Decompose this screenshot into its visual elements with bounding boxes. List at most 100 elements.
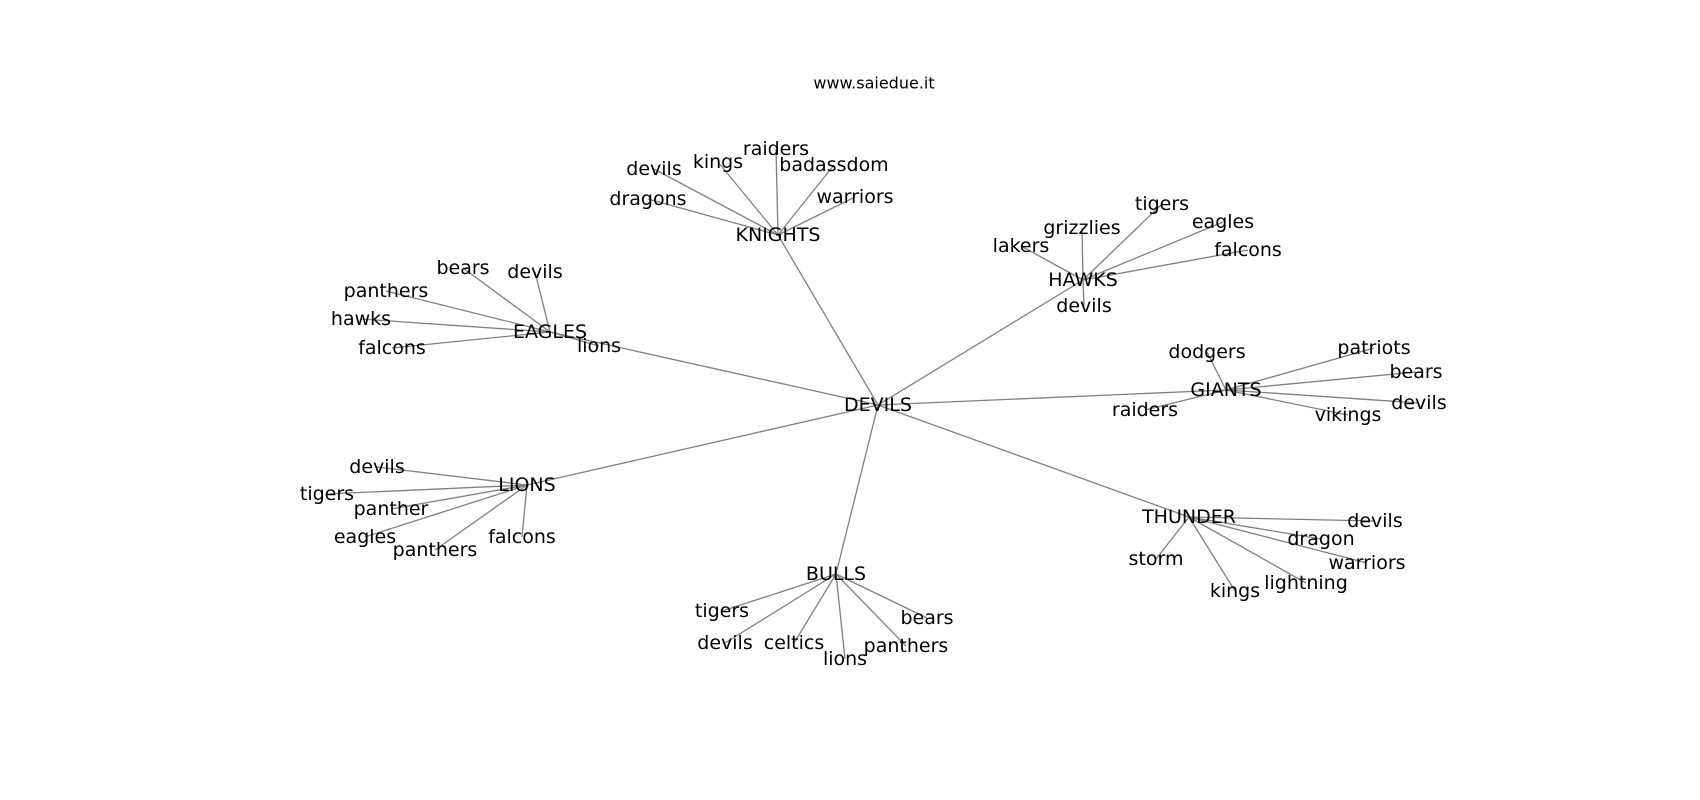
edge-bulls-panthers <box>835 573 907 647</box>
edge-root-hawks <box>877 279 1084 406</box>
edge-hawks-eagles <box>1082 221 1224 281</box>
node-hub-eagles: EAGLES <box>513 321 587 343</box>
node-giants-dodgers: dodgers <box>1168 341 1245 363</box>
edge-thunder-dragon <box>1188 516 1322 540</box>
edge-bulls-tigers <box>721 573 837 612</box>
edge-lions-devils <box>376 466 528 486</box>
edge-lions-panther <box>390 484 528 510</box>
edge-bulls-devils <box>724 573 837 644</box>
edge-giants-raiders <box>1144 389 1227 411</box>
edge-lions-falcons <box>521 484 528 538</box>
node-knights-devils: devils <box>626 158 681 180</box>
node-hawks-devils: devils <box>1056 295 1111 317</box>
node-giants-patriots: patriots <box>1337 337 1410 359</box>
edge-eagles-bears <box>462 267 551 333</box>
node-hub-thunder: THUNDER <box>1141 506 1236 528</box>
edge-giants-patriots <box>1225 347 1375 391</box>
edge-giants-vikings <box>1225 389 1349 416</box>
edge-eagles-falcons <box>391 331 551 349</box>
edge-thunder-storm <box>1155 516 1190 560</box>
edge-root-knights <box>777 234 879 406</box>
node-thunder-kings: kings <box>1210 580 1260 602</box>
chart-title: www.saiedue.it <box>813 74 934 93</box>
node-thunder-storm: storm <box>1129 548 1184 570</box>
edge-eagles-lions <box>549 331 600 347</box>
edge-thunder-lightning <box>1188 516 1307 584</box>
edge-eagles-devils <box>534 271 551 333</box>
node-lions-panthers: panthers <box>393 539 478 561</box>
edge-knights-raiders <box>775 148 779 236</box>
edge-giants-bears <box>1225 371 1417 391</box>
node-root-devils: DEVILS <box>844 394 912 416</box>
node-giants-bears: bears <box>1389 361 1442 383</box>
node-lions-panther: panther <box>354 498 429 520</box>
node-lions-tigers: tigers <box>300 483 354 505</box>
node-lions-eagles: eagles <box>334 526 396 548</box>
edge-root-bulls <box>835 404 879 575</box>
node-lions-falcons: falcons <box>488 526 556 548</box>
node-hawks-grizzlies: grizzlies <box>1043 217 1120 239</box>
edge-hawks-grizzlies <box>1081 227 1084 281</box>
edge-eagles-panthers <box>385 290 551 333</box>
node-hub-knights: KNIGHTS <box>736 224 821 246</box>
node-bulls-tigers: tigers <box>695 600 749 622</box>
edge-thunder-devils <box>1188 516 1376 522</box>
node-thunder-lightning: lightning <box>1264 572 1348 594</box>
edge-thunder-kings <box>1188 516 1236 592</box>
node-knights-kings: kings <box>693 151 743 173</box>
node-bulls-panthers: panthers <box>864 635 949 657</box>
node-hub-giants: GIANTS <box>1190 379 1261 401</box>
node-lions-devils: devils <box>349 456 404 478</box>
edge-hawks-lakers <box>1020 245 1084 281</box>
edge-lions-eagles <box>364 484 528 538</box>
node-eagles-bears: bears <box>436 257 489 279</box>
node-hawks-tigers: tigers <box>1135 193 1189 215</box>
node-knights-raiders: raiders <box>743 138 809 160</box>
graph-edges <box>326 148 1420 660</box>
edge-hawks-devils <box>1082 279 1085 307</box>
node-hub-bulls: BULLS <box>806 563 866 585</box>
node-thunder-dragon: dragon <box>1287 528 1354 550</box>
node-giants-raiders: raiders <box>1112 399 1178 421</box>
edge-lions-panthers <box>434 484 528 551</box>
edge-bulls-celtics <box>793 573 837 644</box>
node-bulls-lions: lions <box>823 648 867 670</box>
node-bulls-celtics: celtics <box>764 632 825 654</box>
edge-giants-devils <box>1225 389 1420 404</box>
node-eagles-hawks: hawks <box>331 308 391 330</box>
edge-root-lions <box>526 404 879 486</box>
node-hawks-lakers: lakers <box>993 235 1050 257</box>
node-bulls-devils: devils <box>697 632 752 654</box>
edge-knights-kings <box>717 161 779 236</box>
edge-knights-dragons <box>647 198 779 236</box>
edge-knights-warriors <box>777 196 856 236</box>
edge-knights-badassdom <box>777 164 835 236</box>
node-knights-badassdom: badassdom <box>779 154 888 176</box>
node-knights-warriors: warriors <box>816 186 893 208</box>
node-hub-hawks: HAWKS <box>1048 269 1118 291</box>
edge-root-eagles <box>549 331 879 406</box>
edge-bulls-lions <box>835 573 846 660</box>
node-knights-dragons: dragons <box>609 188 686 210</box>
node-hub-lions: LIONS <box>498 474 555 496</box>
edge-knights-devils <box>653 168 779 236</box>
node-thunder-warriors: warriors <box>1328 552 1405 574</box>
edge-thunder-warriors <box>1188 516 1368 564</box>
node-eagles-panthers: panthers <box>344 280 429 302</box>
edge-lions-tigers <box>326 484 528 495</box>
edge-hawks-falcons <box>1082 249 1249 281</box>
node-eagles-devils: devils <box>507 261 562 283</box>
node-bulls-bears: bears <box>900 607 953 629</box>
edge-giants-dodgers <box>1206 351 1227 391</box>
node-eagles-falcons: falcons <box>358 337 426 359</box>
edge-hawks-tigers <box>1082 203 1163 281</box>
node-hawks-eagles: eagles <box>1192 211 1254 233</box>
edge-root-thunder <box>877 404 1190 518</box>
edge-bulls-bears <box>835 573 928 619</box>
node-eagles-lions: lions <box>577 335 621 357</box>
node-hawks-falcons: falcons <box>1214 239 1282 261</box>
node-thunder-devils: devils <box>1347 510 1402 532</box>
edge-root-giants <box>877 389 1227 406</box>
